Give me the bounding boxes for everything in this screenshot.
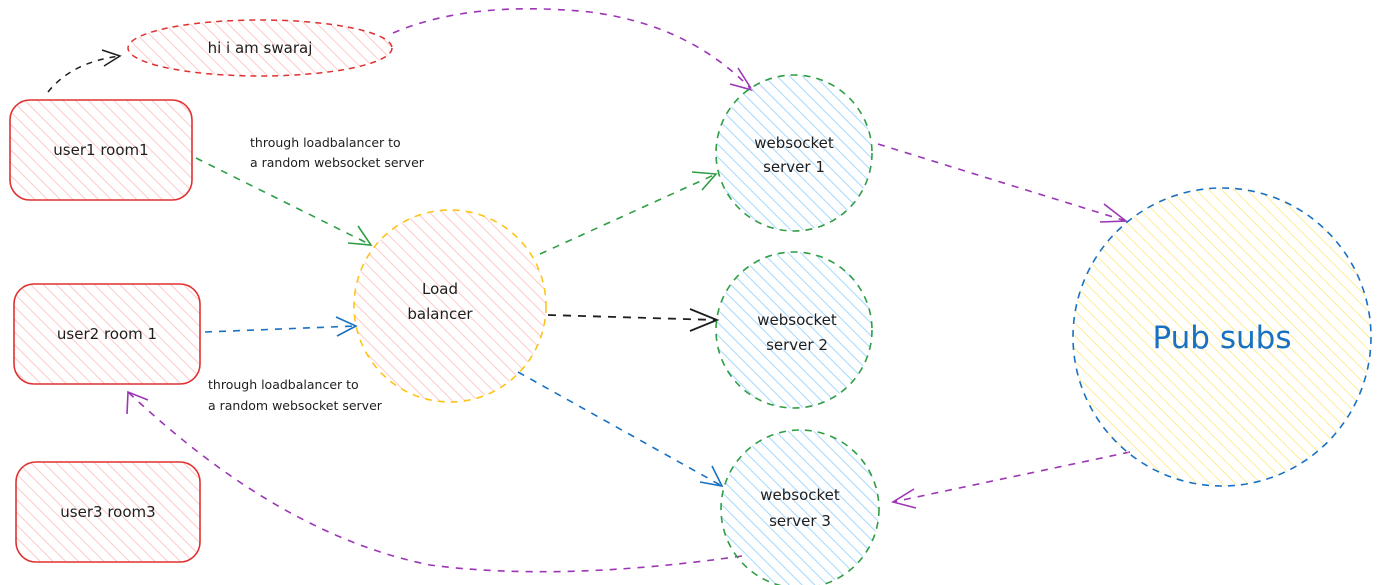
arrowhead-user1-to-message: [101, 49, 122, 67]
note-bottom: through loadbalancer to a random websock…: [208, 377, 383, 413]
arrowhead-user2-to-loadbalancer: [335, 316, 358, 337]
arrow-ws3-to-user2: [127, 391, 743, 573]
user2-box[interactable]: user2 room 1: [13, 283, 201, 385]
ws2-line2: server 2: [766, 336, 828, 354]
arrowhead-pubsub-to-ws3: [890, 488, 917, 509]
arrow-loadbalancer-to-ws3: [517, 371, 723, 487]
pub-sub[interactable]: Pub subs: [1072, 187, 1372, 487]
user1-box[interactable]: user1 room1: [9, 99, 193, 201]
note-top-line2: a random websocket server: [250, 155, 425, 170]
ws3-line2: server 3: [769, 512, 831, 530]
arrow-loadbalancer-to-ws2: [547, 314, 718, 321]
arrow-loadbalancer-to-ws1: [539, 173, 717, 255]
note-top: through loadbalancer to a random websock…: [250, 135, 425, 170]
arrowhead-ws3-to-user2: [126, 390, 149, 415]
arrow-message-to-ws1: [392, 8, 753, 91]
ws1-line1: websocket: [754, 134, 834, 152]
note-bottom-line2: a random websocket server: [208, 398, 383, 413]
arrow-user1-to-loadbalancer: [195, 157, 372, 246]
arrowhead-ws1-to-pubsub: [1099, 203, 1129, 223]
pub-sub-label: Pub subs: [1153, 320, 1292, 356]
arrow-pubsub-to-ws3: [892, 451, 1131, 503]
arrowhead-user1-to-loadbalancer: [347, 225, 373, 246]
note-top-line1: through loadbalancer to: [250, 135, 401, 150]
arrow-ws1-to-pubsub: [877, 143, 1127, 222]
user1-label: user1 room1: [53, 141, 148, 159]
message-bubble[interactable]: hi i am swaraj: [127, 19, 393, 77]
websocket-server-1[interactable]: websocket server 1: [715, 74, 873, 232]
load-balancer-line2: balancer: [407, 305, 473, 323]
message-bubble-label: hi i am swaraj: [208, 39, 313, 57]
note-bottom-line1: through loadbalancer to: [208, 377, 359, 392]
user3-label: user3 room3: [60, 503, 155, 521]
ws3-line1: websocket: [760, 486, 840, 504]
arrowhead-loadbalancer-to-ws1: [691, 171, 718, 191]
user2-label: user2 room 1: [57, 325, 157, 343]
arrowhead-loadbalancer-to-ws3: [699, 465, 724, 488]
connectors: [47, 8, 1131, 573]
load-balancer-line1: Load: [422, 280, 458, 298]
websocket-server-2[interactable]: websocket server 2: [715, 251, 873, 409]
arrow-user2-to-loadbalancer: [204, 325, 357, 333]
load-balancer[interactable]: Load balancer: [353, 209, 547, 403]
ws1-line2: server 1: [763, 158, 825, 176]
ws2-line1: websocket: [757, 311, 837, 329]
user3-box[interactable]: user3 room3: [15, 461, 201, 563]
arrow-user1-to-message: [47, 55, 121, 93]
websocket-server-3[interactable]: websocket server 3: [720, 429, 880, 585]
